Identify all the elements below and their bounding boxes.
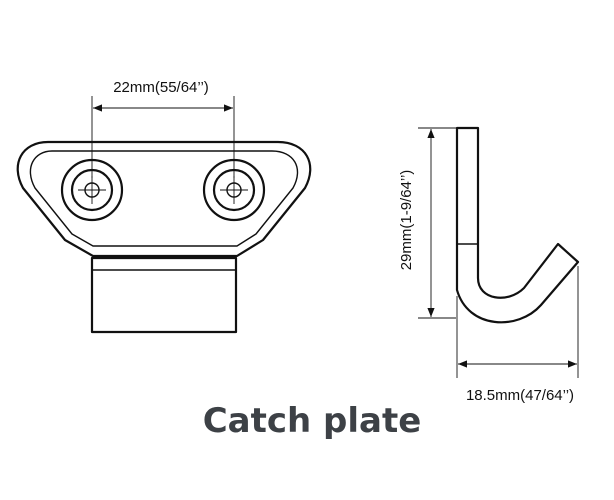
hook-height-label: 29mm(1-9/64’’) xyxy=(398,170,415,271)
hook-width-label: 18.5mm(47/64’’) xyxy=(466,387,574,404)
hook-side-view xyxy=(455,126,580,324)
plate-flange-inner-line xyxy=(29,150,299,247)
hole-spacing-label: 22mm(55/64’’) xyxy=(113,79,209,96)
hook-outline xyxy=(455,126,580,324)
hole-spacing-dimension: 22mm(55/64’’) xyxy=(91,79,235,178)
plate-tab xyxy=(90,256,238,334)
catch-plate-front-view xyxy=(16,140,312,334)
hook-height-dimension: 29mm(1-9/64’’) xyxy=(398,127,456,319)
diagram-title: Catch plate xyxy=(203,401,422,441)
hook-width-dimension: 18.5mm(47/64’’) xyxy=(456,266,579,404)
plate-flange-outline xyxy=(16,140,312,258)
